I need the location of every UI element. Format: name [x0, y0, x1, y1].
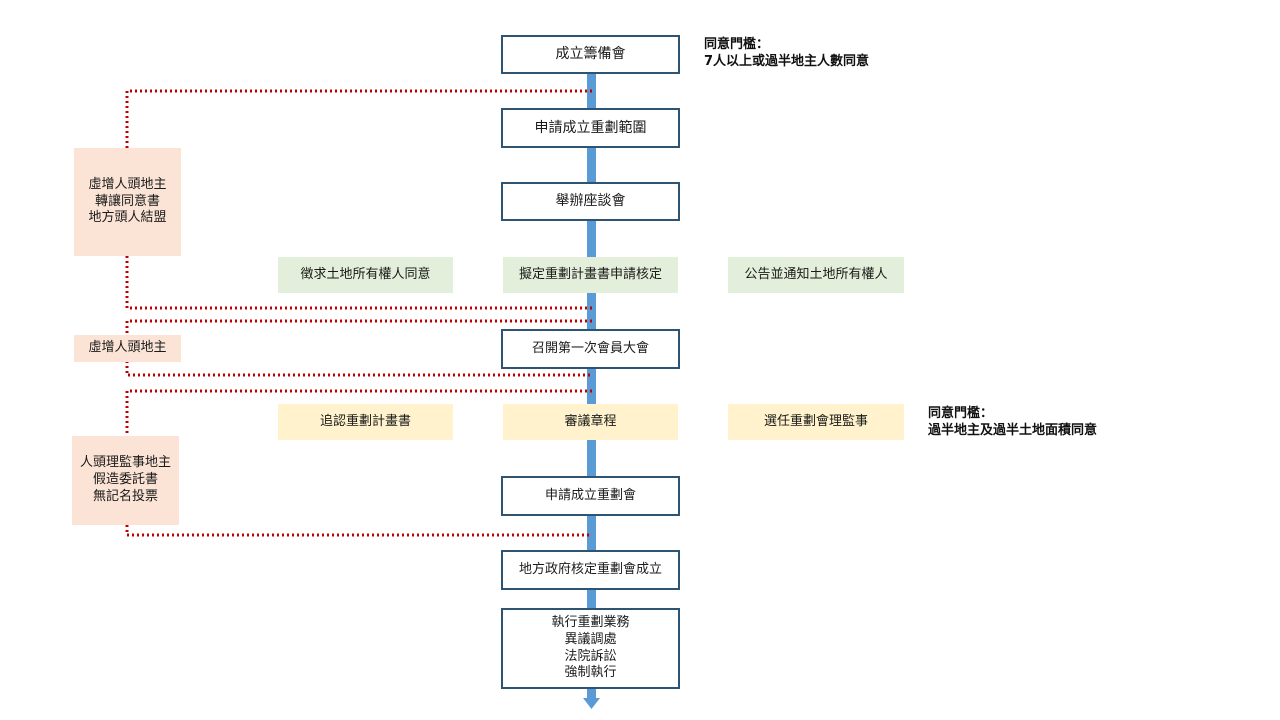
irregularity-box-2: 虛增人頭地主: [74, 335, 181, 362]
step-draft-readjustment-plan: 擬定重劃計畫書申請核定: [503, 257, 678, 293]
main-flow-arrow-shaft: [587, 72, 596, 698]
step-execute-readjustment: 執行重劃業務 異議調處 法院訴訟 強制執行: [501, 608, 680, 689]
activity-elect-directors: 選任重劃會理監事: [728, 404, 904, 440]
activity-ratify-plan: 追認重劃計畫書: [278, 404, 453, 440]
step-first-members-assembly: 召開第一次會員大會: [501, 329, 680, 369]
consent-threshold-note-2: 同意門檻： 過半地主及過半土地面積同意: [928, 406, 1098, 438]
irregularity-box-1: 虛增人頭地主 轉讓同意書 地方頭人結盟: [74, 148, 181, 256]
step-establish-preparatory-committee: 成立籌備會: [501, 35, 680, 74]
consent-threshold-note-1: 同意門檻： 7人以上或過半地主人數同意: [704, 37, 870, 69]
activity-seek-owner-consent: 徵求土地所有權人同意: [278, 257, 453, 293]
step-apply-readjustment-council: 申請成立重劃會: [501, 476, 680, 516]
dotted-connector-2: [125, 256, 592, 310]
dotted-connector-4: [125, 389, 592, 436]
step-apply-readjustment-area: 申請成立重劃範圍: [501, 108, 680, 148]
step-review-charter: 審議章程: [503, 404, 678, 440]
dotted-connector-1: [125, 89, 592, 148]
step-hold-forum: 舉辦座談會: [501, 182, 680, 221]
step-government-approval: 地方政府核定重劃會成立: [501, 550, 680, 590]
irregularity-box-3: 人頭理監事地主 假造委託書 無記名投票: [72, 436, 179, 525]
activity-announce-notify-owners: 公告並通知土地所有權人: [728, 257, 904, 293]
main-flow-arrow-head: [583, 698, 600, 709]
dotted-connector-5: [125, 525, 592, 537]
